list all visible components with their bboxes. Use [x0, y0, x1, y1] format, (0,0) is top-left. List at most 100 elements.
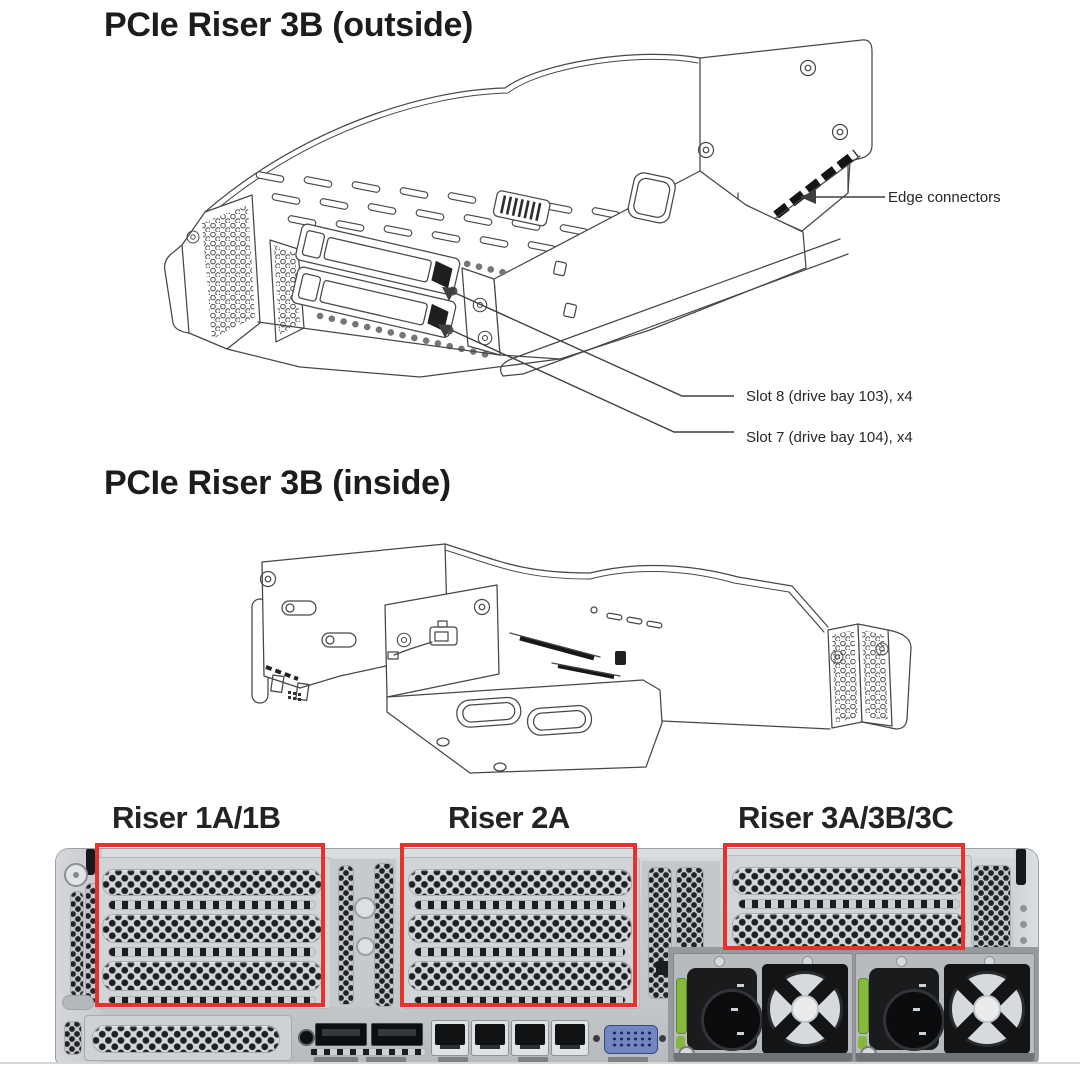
- psu-marking: [913, 1008, 920, 1011]
- riser2-slot-blank-1: [408, 869, 632, 896]
- front-perforated-column: [269, 239, 305, 343]
- port-label-strip-5: [608, 1057, 648, 1062]
- psu-marking: [731, 1008, 738, 1011]
- ocp-slot-blank: [92, 1025, 280, 1053]
- riser2-label: Riser 2A: [448, 800, 570, 835]
- edge-connectors: [772, 149, 861, 221]
- psu-screw: [896, 956, 907, 967]
- right-dot-1: [1020, 905, 1027, 912]
- psu-marking: [919, 984, 926, 987]
- port-label-strip-4: [518, 1057, 548, 1062]
- psu-release-clip-lower: [676, 1036, 685, 1049]
- vga-pins: [611, 1030, 651, 1049]
- cage-bottom-edge: [226, 321, 561, 378]
- riser2-highlight-box: [400, 843, 637, 1007]
- psu-fan-grille: [944, 964, 1030, 1054]
- rivet-chain-bottom: [316, 312, 496, 360]
- riser2-slot-blank-2: [408, 914, 632, 943]
- riser3-slot-blank-2: [732, 913, 966, 947]
- psu-bottom-rail: [856, 1053, 1034, 1061]
- inside-riser-drawing: [251, 543, 912, 774]
- usb-port-2: [371, 1023, 423, 1046]
- psu-1: [673, 953, 853, 1062]
- riser2-slot-divider-2: [414, 947, 626, 957]
- inside-figure-title: PCIe Riser 3B (inside): [104, 464, 451, 502]
- cage-top-face: [204, 53, 701, 218]
- ethernet-port-1: [431, 1020, 469, 1056]
- ethernet-port-2: [471, 1020, 509, 1056]
- riser3-slot-divider: [738, 899, 960, 909]
- ethernet-port-4: [551, 1020, 589, 1056]
- psu-release-clip: [676, 978, 687, 1034]
- riser1-slot-blank-2: [102, 914, 322, 943]
- rear-panel-photo: [55, 848, 1039, 1064]
- usb-tongue: [322, 1029, 360, 1036]
- psu-release-clip-lower: [858, 1036, 867, 1049]
- callout-slot7: Slot 7 (drive bay 104), x4: [746, 429, 913, 446]
- vga-screw-right: [659, 1035, 666, 1042]
- riser1-label: Riser 1A/1B: [112, 800, 281, 835]
- rj45-jack: [555, 1024, 585, 1045]
- ribbed-slider: [492, 190, 551, 227]
- riser1-slot-blank-3: [102, 961, 322, 991]
- inside-floor-tray: [386, 679, 831, 774]
- riser2-slot-blank-3: [408, 961, 632, 991]
- psu-release-clip: [858, 978, 869, 1034]
- psu-bottom-rail: [674, 1053, 852, 1061]
- usb-port-1: [315, 1023, 367, 1046]
- inside-right-honeycomb: [827, 623, 912, 730]
- inside-center-panel: [384, 584, 500, 698]
- riser1-slot-blank-1: [102, 869, 322, 896]
- port-label-strip-3: [438, 1057, 468, 1062]
- drive-bay-slot8: [295, 223, 461, 295]
- mid-strip-1-vents-a: [338, 865, 354, 1005]
- left-handle-cutout: [62, 995, 94, 1010]
- fan-hub: [973, 995, 1001, 1023]
- keyhole-feature-1: [354, 897, 376, 919]
- vent-dot-grid: [288, 691, 301, 701]
- psu-screw: [714, 956, 725, 967]
- ac-socket: [883, 989, 945, 1051]
- usb-tongue: [378, 1029, 416, 1036]
- outside-figure-title: PCIe Riser 3B (outside): [104, 6, 474, 44]
- riser3-slot-blank-1: [732, 867, 966, 895]
- riser3-label: Riser 3A/3B/3C: [738, 800, 954, 835]
- left-vent-strip-a: [70, 891, 84, 997]
- right-latch: [1016, 849, 1026, 885]
- riser3-highlight-box: [723, 843, 965, 950]
- rj45-pins: [560, 1045, 580, 1049]
- vga-screw-left: [593, 1035, 600, 1042]
- id-button: [298, 1029, 315, 1046]
- psu-ac-inlet: [687, 968, 763, 1051]
- vga-port: [604, 1025, 658, 1054]
- usb-vent-dashes: [310, 1048, 426, 1056]
- port-row-vent-dots: [64, 1021, 82, 1055]
- port-label-strip-2: [366, 1057, 406, 1062]
- keyhole-feature-2: [356, 937, 375, 956]
- ac-socket: [701, 989, 763, 1051]
- riser2-slot-divider-1: [414, 900, 626, 910]
- mid-strip-1-vents-b: [374, 863, 394, 1007]
- rj45-jack: [515, 1024, 545, 1045]
- callout-leaders: [438, 190, 885, 433]
- right-vent-strip: [973, 865, 1011, 953]
- riser-connector: [387, 620, 458, 660]
- riser1-slot-divider-1: [108, 900, 316, 910]
- left-thumbscrew: [64, 863, 88, 887]
- callout-slot8: Slot 8 (drive bay 103), x4: [746, 388, 913, 405]
- floor-line: [0, 1062, 1080, 1064]
- drive-bay-slot7: [291, 266, 457, 338]
- psu-marking: [919, 1032, 926, 1035]
- riser1-slot-divider-2: [108, 947, 316, 957]
- riser1-highlight-box: [95, 843, 325, 1007]
- retention-clip: [627, 172, 676, 224]
- fan-hub: [791, 995, 819, 1023]
- rj45-pins: [480, 1045, 500, 1049]
- psu-2: [855, 953, 1035, 1062]
- psu-ac-inlet: [869, 968, 945, 1051]
- rj45-jack: [435, 1024, 465, 1045]
- callout-edge-connectors: Edge connectors: [888, 189, 1001, 206]
- left-latch: [86, 849, 95, 875]
- right-dot-2: [1020, 921, 1027, 928]
